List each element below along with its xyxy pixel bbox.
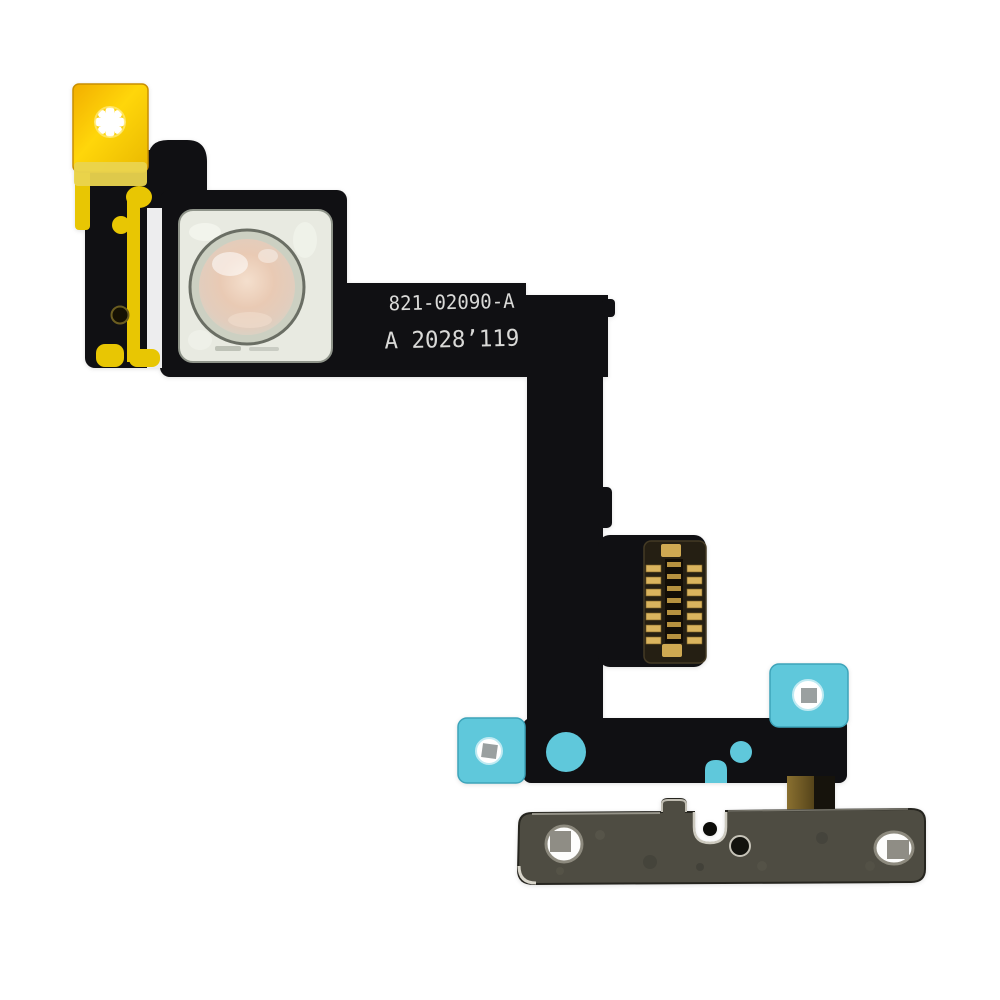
bracket-top-highlight-right xyxy=(727,808,909,812)
flex-tail-dark xyxy=(814,776,835,816)
metal-bracket xyxy=(516,798,926,886)
bracket-top-highlight xyxy=(531,812,661,815)
flex-edge-bump-mid xyxy=(598,487,612,528)
connector-pad-bottom xyxy=(662,644,682,657)
flex-edge-bump-top xyxy=(602,299,615,317)
board-connector xyxy=(643,540,707,664)
bracket-notch-rim xyxy=(692,812,728,845)
bracket-notch-pin xyxy=(703,822,717,836)
pull-tab-clover-hole xyxy=(94,106,126,138)
pull-tab-lower-edge xyxy=(74,162,147,186)
flex-slit-gap xyxy=(147,208,162,368)
module-mark-1 xyxy=(215,346,241,351)
adhesive-tab-holes xyxy=(475,679,824,765)
flex-vertical-ribbon xyxy=(527,295,603,725)
marking-line2: A 2028’119 xyxy=(384,326,520,355)
bracket-tab-rim xyxy=(661,799,687,812)
tab-right-hole-shadow xyxy=(801,688,817,703)
flex-horizontal-ribbon xyxy=(330,283,526,377)
yellow-slot-line xyxy=(127,194,140,362)
dome-highlight-2 xyxy=(258,249,278,263)
connector-rungs xyxy=(667,562,681,639)
tab-left-hole-shadow xyxy=(481,743,498,760)
bracket-center-hole xyxy=(729,835,751,857)
adhesive-notch-tab xyxy=(705,760,727,783)
module-sheen-3 xyxy=(188,330,212,350)
pull-tab xyxy=(72,83,149,186)
adhesive-dot-left xyxy=(546,732,586,772)
dome-highlight-1 xyxy=(212,252,248,276)
dome-lowlight xyxy=(228,312,272,328)
bracket-screw-hole-left-shadow xyxy=(550,831,571,852)
bracket-texture xyxy=(556,830,875,875)
yellow-dot xyxy=(112,216,130,234)
connector-pad-top xyxy=(661,544,681,557)
module-mark-2 xyxy=(249,347,279,351)
strip-hole xyxy=(110,305,130,325)
module-sheen-1 xyxy=(189,223,221,241)
marking-line1: 821-02090-A xyxy=(388,289,514,316)
flash-module xyxy=(178,209,333,363)
yellow-foot-left xyxy=(96,344,124,367)
yellow-foot-right xyxy=(129,349,160,367)
pull-tab-hole-rim xyxy=(94,106,126,138)
bracket-screw-hole-right-shadow xyxy=(887,840,909,859)
connector-pins xyxy=(645,564,703,645)
connector-pad-foot xyxy=(583,655,599,688)
adhesive-dot-right xyxy=(730,741,752,763)
module-sheen-2 xyxy=(293,222,317,258)
flex-markings: 821-02090-A A 2028’119 xyxy=(384,289,520,355)
flex-lower-band xyxy=(523,718,847,783)
bracket-corner-shine xyxy=(517,865,537,885)
